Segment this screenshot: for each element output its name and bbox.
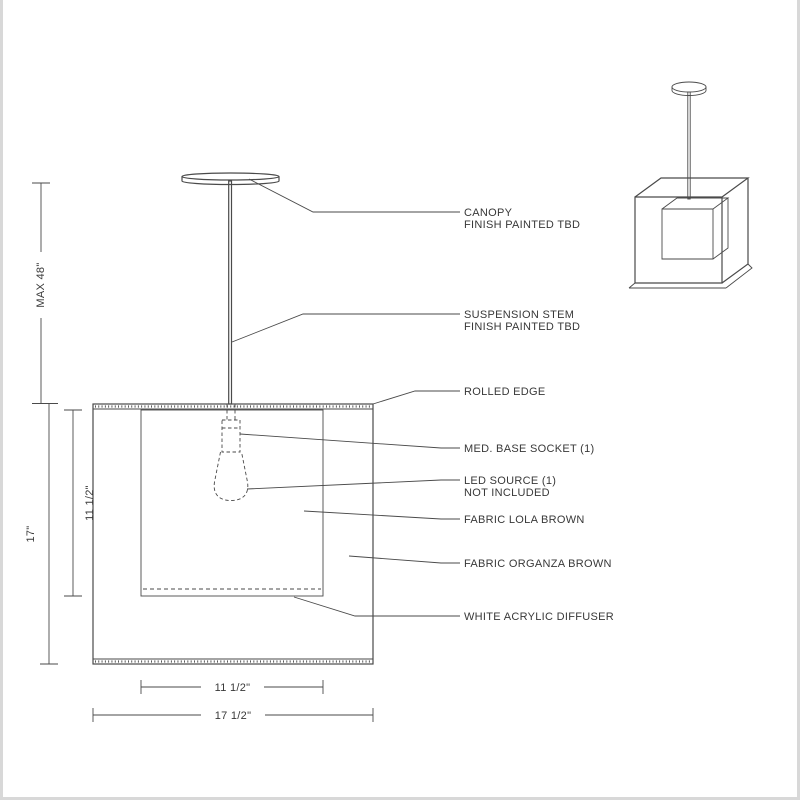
label-led: LED SOURCE (1) (464, 475, 556, 487)
leader-lines (231, 178, 460, 617)
iso-canopy-rim (671, 87, 707, 96)
isometric-view (628, 81, 753, 289)
dim-label-max48: MAX 48" (35, 262, 47, 307)
front-view (92, 172, 374, 665)
dimension-lines (32, 182, 374, 722)
iso-outer-cube (634, 177, 750, 284)
label-led-not-included: NOT INCLUDED (464, 487, 550, 499)
inner-shade-box (140, 409, 324, 597)
label-canopy: CANOPY (464, 207, 513, 219)
shade-outer-box (92, 403, 374, 665)
callout-labels: CANOPY FINISH PAINTED TBD SUSPENSION STE… (464, 207, 614, 623)
label-stem-finish: FINISH PAINTED TBD (464, 321, 580, 333)
led-bulb (213, 451, 249, 501)
suspension-stem (228, 180, 233, 405)
dimension-labels: MAX 48" 17" 11 1/2" 11 1/2" 17 1/2" (25, 262, 251, 722)
leader-socket (239, 433, 460, 449)
dim-label-1750h: 17 1/2" (215, 710, 252, 722)
leader-fabric-inner (303, 510, 460, 520)
dim-label-1150h: 11 1/2" (215, 682, 251, 694)
label-rolled-edge: ROLLED EDGE (464, 386, 546, 398)
iso-canopy-disc (671, 81, 707, 93)
socket-stem-hidden (226, 404, 236, 420)
leader-led (246, 479, 460, 490)
pendant-technical-drawing: CANOPY FINISH PAINTED TBD SUSPENSION STE… (25, 81, 753, 722)
leader-diffuser (293, 596, 460, 617)
dim-label-17: 17" (25, 525, 37, 542)
label-diffuser: WHITE ACRYLIC DIFFUSER (464, 611, 614, 623)
canopy-disc (181, 172, 280, 181)
leader-canopy (248, 178, 460, 213)
iso-inner-shade (661, 197, 730, 260)
label-stem: SUSPENSION STEM (464, 309, 574, 321)
label-fabric-outer: FABRIC ORGANZA BROWN (464, 558, 612, 570)
leader-stem (231, 313, 460, 343)
leader-fabric-outer (348, 555, 460, 564)
socket-body (221, 419, 241, 453)
label-socket: MED. BASE SOCKET (1) (464, 443, 595, 455)
dim-label-1150v: 11 1/2" (84, 485, 96, 521)
label-fabric-inner: FABRIC LOLA BROWN (464, 514, 585, 526)
leader-rolled-edge (372, 390, 460, 405)
canopy-rim (181, 176, 280, 186)
iso-suspension-stem (687, 91, 691, 200)
iso-bottom-lip (628, 263, 753, 289)
label-canopy-finish: FINISH PAINTED TBD (464, 219, 580, 231)
